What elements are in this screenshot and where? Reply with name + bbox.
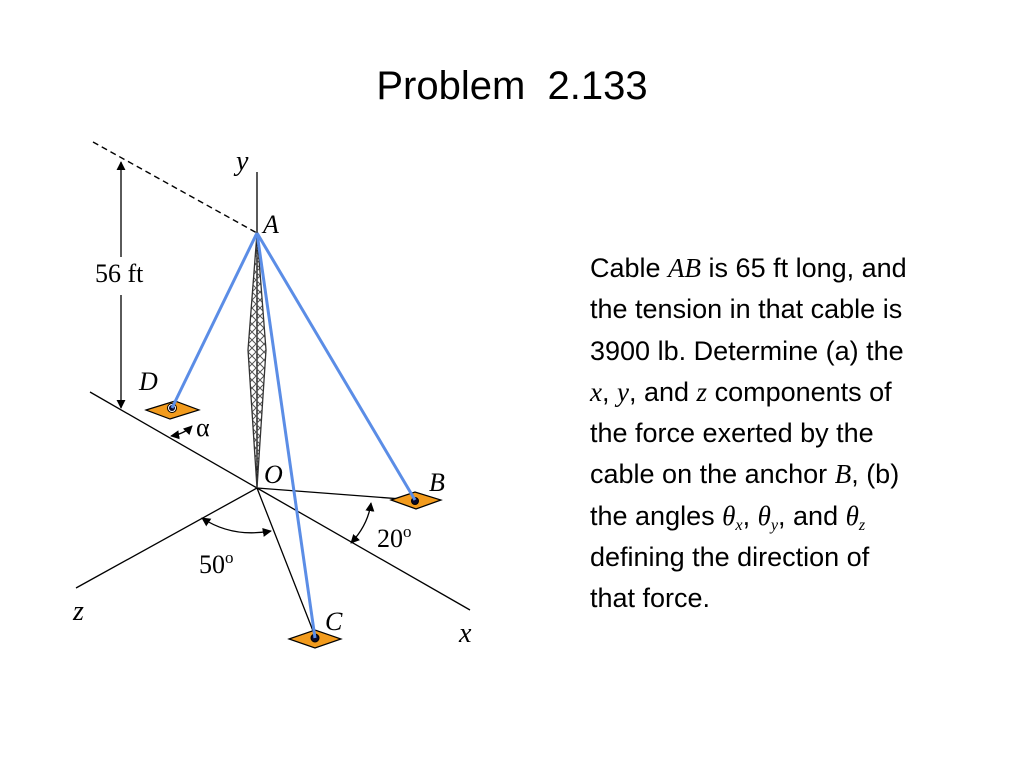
angle-50-degree: o bbox=[225, 548, 234, 567]
point-a-label: A bbox=[261, 210, 279, 239]
problem-text: , bbox=[601, 376, 617, 407]
theta-symbol: θ bbox=[722, 500, 736, 531]
subscript-x: x bbox=[735, 515, 743, 534]
ob-line bbox=[256, 487, 416, 501]
angle-20-degree: o bbox=[403, 522, 412, 541]
problem-statement: Cable AB is 65 ft long, and the tension … bbox=[590, 248, 1010, 620]
x-axis bbox=[256, 487, 471, 611]
problem-text: components of bbox=[707, 376, 892, 407]
theta-symbol: θ bbox=[845, 500, 859, 531]
anchor-b bbox=[389, 491, 443, 510]
problem-line-7: the angles θx, θy, and θz bbox=[590, 496, 1010, 537]
anchor-name: B bbox=[834, 459, 852, 490]
cable-ac bbox=[255, 232, 317, 639]
angle-50-label: 50o bbox=[199, 548, 234, 579]
cable-name: AB bbox=[668, 253, 702, 283]
problem-line-9: that force. bbox=[590, 583, 711, 614]
problem-line-1: Cable AB is 65 ft long, and bbox=[590, 248, 1010, 289]
anchor-c bbox=[287, 629, 343, 649]
point-o-label: O bbox=[264, 460, 283, 489]
problem-text: Cable bbox=[590, 253, 669, 283]
y-axis-label: y bbox=[233, 146, 249, 177]
d-axis-line bbox=[89, 391, 258, 489]
z-axis-label: z bbox=[72, 596, 84, 627]
angle-20-label: 20o bbox=[377, 522, 412, 553]
x-axis-label: x bbox=[458, 618, 472, 649]
problem-text: , bbox=[742, 500, 758, 531]
var-z: z bbox=[696, 376, 708, 407]
problem-text: , (b) bbox=[851, 459, 900, 490]
var-y: y bbox=[617, 376, 629, 407]
problem-line-4: x, y, and z components of bbox=[590, 372, 1010, 413]
problem-line-6: cable on the anchor B, (b) bbox=[590, 454, 1010, 495]
angle-50-arc bbox=[201, 517, 272, 537]
subscript-y: y bbox=[770, 515, 779, 534]
point-d-label: D bbox=[138, 367, 158, 396]
alpha-arc bbox=[170, 425, 193, 440]
cable-ab bbox=[255, 232, 417, 501]
angle-20-value: 20 bbox=[377, 524, 403, 553]
alpha-label: α bbox=[196, 413, 210, 442]
problem-line-2: the tension in that cable is bbox=[590, 294, 903, 325]
oc-line bbox=[256, 487, 316, 637]
problem-text: the angles bbox=[590, 500, 723, 531]
problem-line-8: defining the direction of bbox=[590, 542, 870, 573]
pole bbox=[247, 232, 267, 489]
problem-text: , and bbox=[778, 500, 846, 531]
point-c-label: C bbox=[325, 607, 343, 636]
problem-text: , and bbox=[628, 376, 697, 407]
problem-line-3: 3900 lb. Determine (a) the bbox=[590, 335, 904, 366]
angle-20-arc bbox=[350, 502, 375, 544]
problem-text: is 65 ft long, and bbox=[701, 253, 907, 283]
dashed-reference-line bbox=[92, 141, 258, 234]
angle-50-value: 50 bbox=[199, 550, 225, 579]
theta-symbol: θ bbox=[757, 500, 771, 531]
page-title: Problem 2.133 bbox=[376, 64, 648, 108]
point-b-label: B bbox=[429, 468, 445, 497]
problem-text: cable on the anchor bbox=[590, 459, 835, 490]
cable-ad bbox=[170, 232, 259, 409]
problem-line-5: the force exerted by the bbox=[590, 418, 874, 449]
subscript-z: z bbox=[858, 515, 866, 534]
var-x: x bbox=[590, 376, 602, 407]
height-label: 56 ft bbox=[95, 259, 144, 288]
z-axis bbox=[75, 487, 258, 589]
